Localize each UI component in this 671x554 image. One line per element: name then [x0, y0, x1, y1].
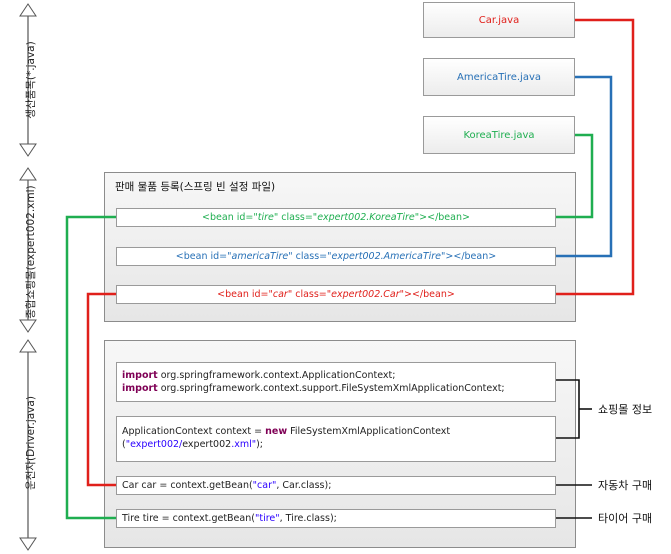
code-imports: import org.springframework.context.Appli…	[116, 362, 556, 402]
bean-americatire-class: expert002.AmericaTire	[331, 251, 442, 262]
bean-car-id: car	[272, 289, 288, 300]
bean-americatire: <bean id="americaTire" class="expert002.…	[116, 247, 556, 266]
bean-americatire-id: americaTire	[231, 251, 289, 262]
label-buy-tire: 타이어 구매	[598, 512, 653, 525]
source-file-americatire: AmericaTire.java	[423, 58, 575, 96]
bean-tire-id: tire	[257, 212, 274, 223]
bean-tire: <bean id="tire" class="expert002.KoreaTi…	[116, 208, 556, 227]
bean-car-class: expert002.Car	[331, 289, 400, 300]
connector-car	[556, 18, 635, 296]
code-get-car: Car car = context.getBean("car", Car.cla…	[116, 476, 556, 495]
code-get-tire: Tire tire = context.getBean("tire", Tire…	[116, 509, 556, 528]
connector-koreatire	[556, 133, 594, 219]
bracket-shoppingmall	[556, 379, 580, 439]
arrow-bottom	[19, 339, 37, 551]
connector-americatire	[556, 75, 613, 258]
source-file-car: Car.java	[423, 2, 575, 38]
arrow-middle	[19, 167, 37, 333]
bean-tire-class: expert002.KoreaTire	[317, 212, 415, 223]
bean-config-title: 판매 물품 등록(스프링 빈 설정 파일)	[115, 181, 276, 193]
code-context: ApplicationContext context = new FileSys…	[116, 416, 556, 462]
arrow-top	[19, 3, 37, 157]
source-file-koreatire: KoreaTire.java	[423, 116, 575, 154]
label-buy-car: 자동차 구매	[598, 479, 653, 492]
source-file-car-label: Car.java	[478, 14, 520, 26]
connector-tire-usage	[65, 215, 116, 520]
connector-car-usage	[86, 292, 116, 487]
label-shoppingmall-info: 쇼핑몰 정보	[598, 403, 653, 416]
bean-car: <bean id="car" class="expert002.Car"></b…	[116, 285, 556, 304]
source-file-americatire-label: AmericaTire.java	[456, 71, 541, 83]
source-file-koreatire-label: KoreaTire.java	[463, 129, 535, 141]
